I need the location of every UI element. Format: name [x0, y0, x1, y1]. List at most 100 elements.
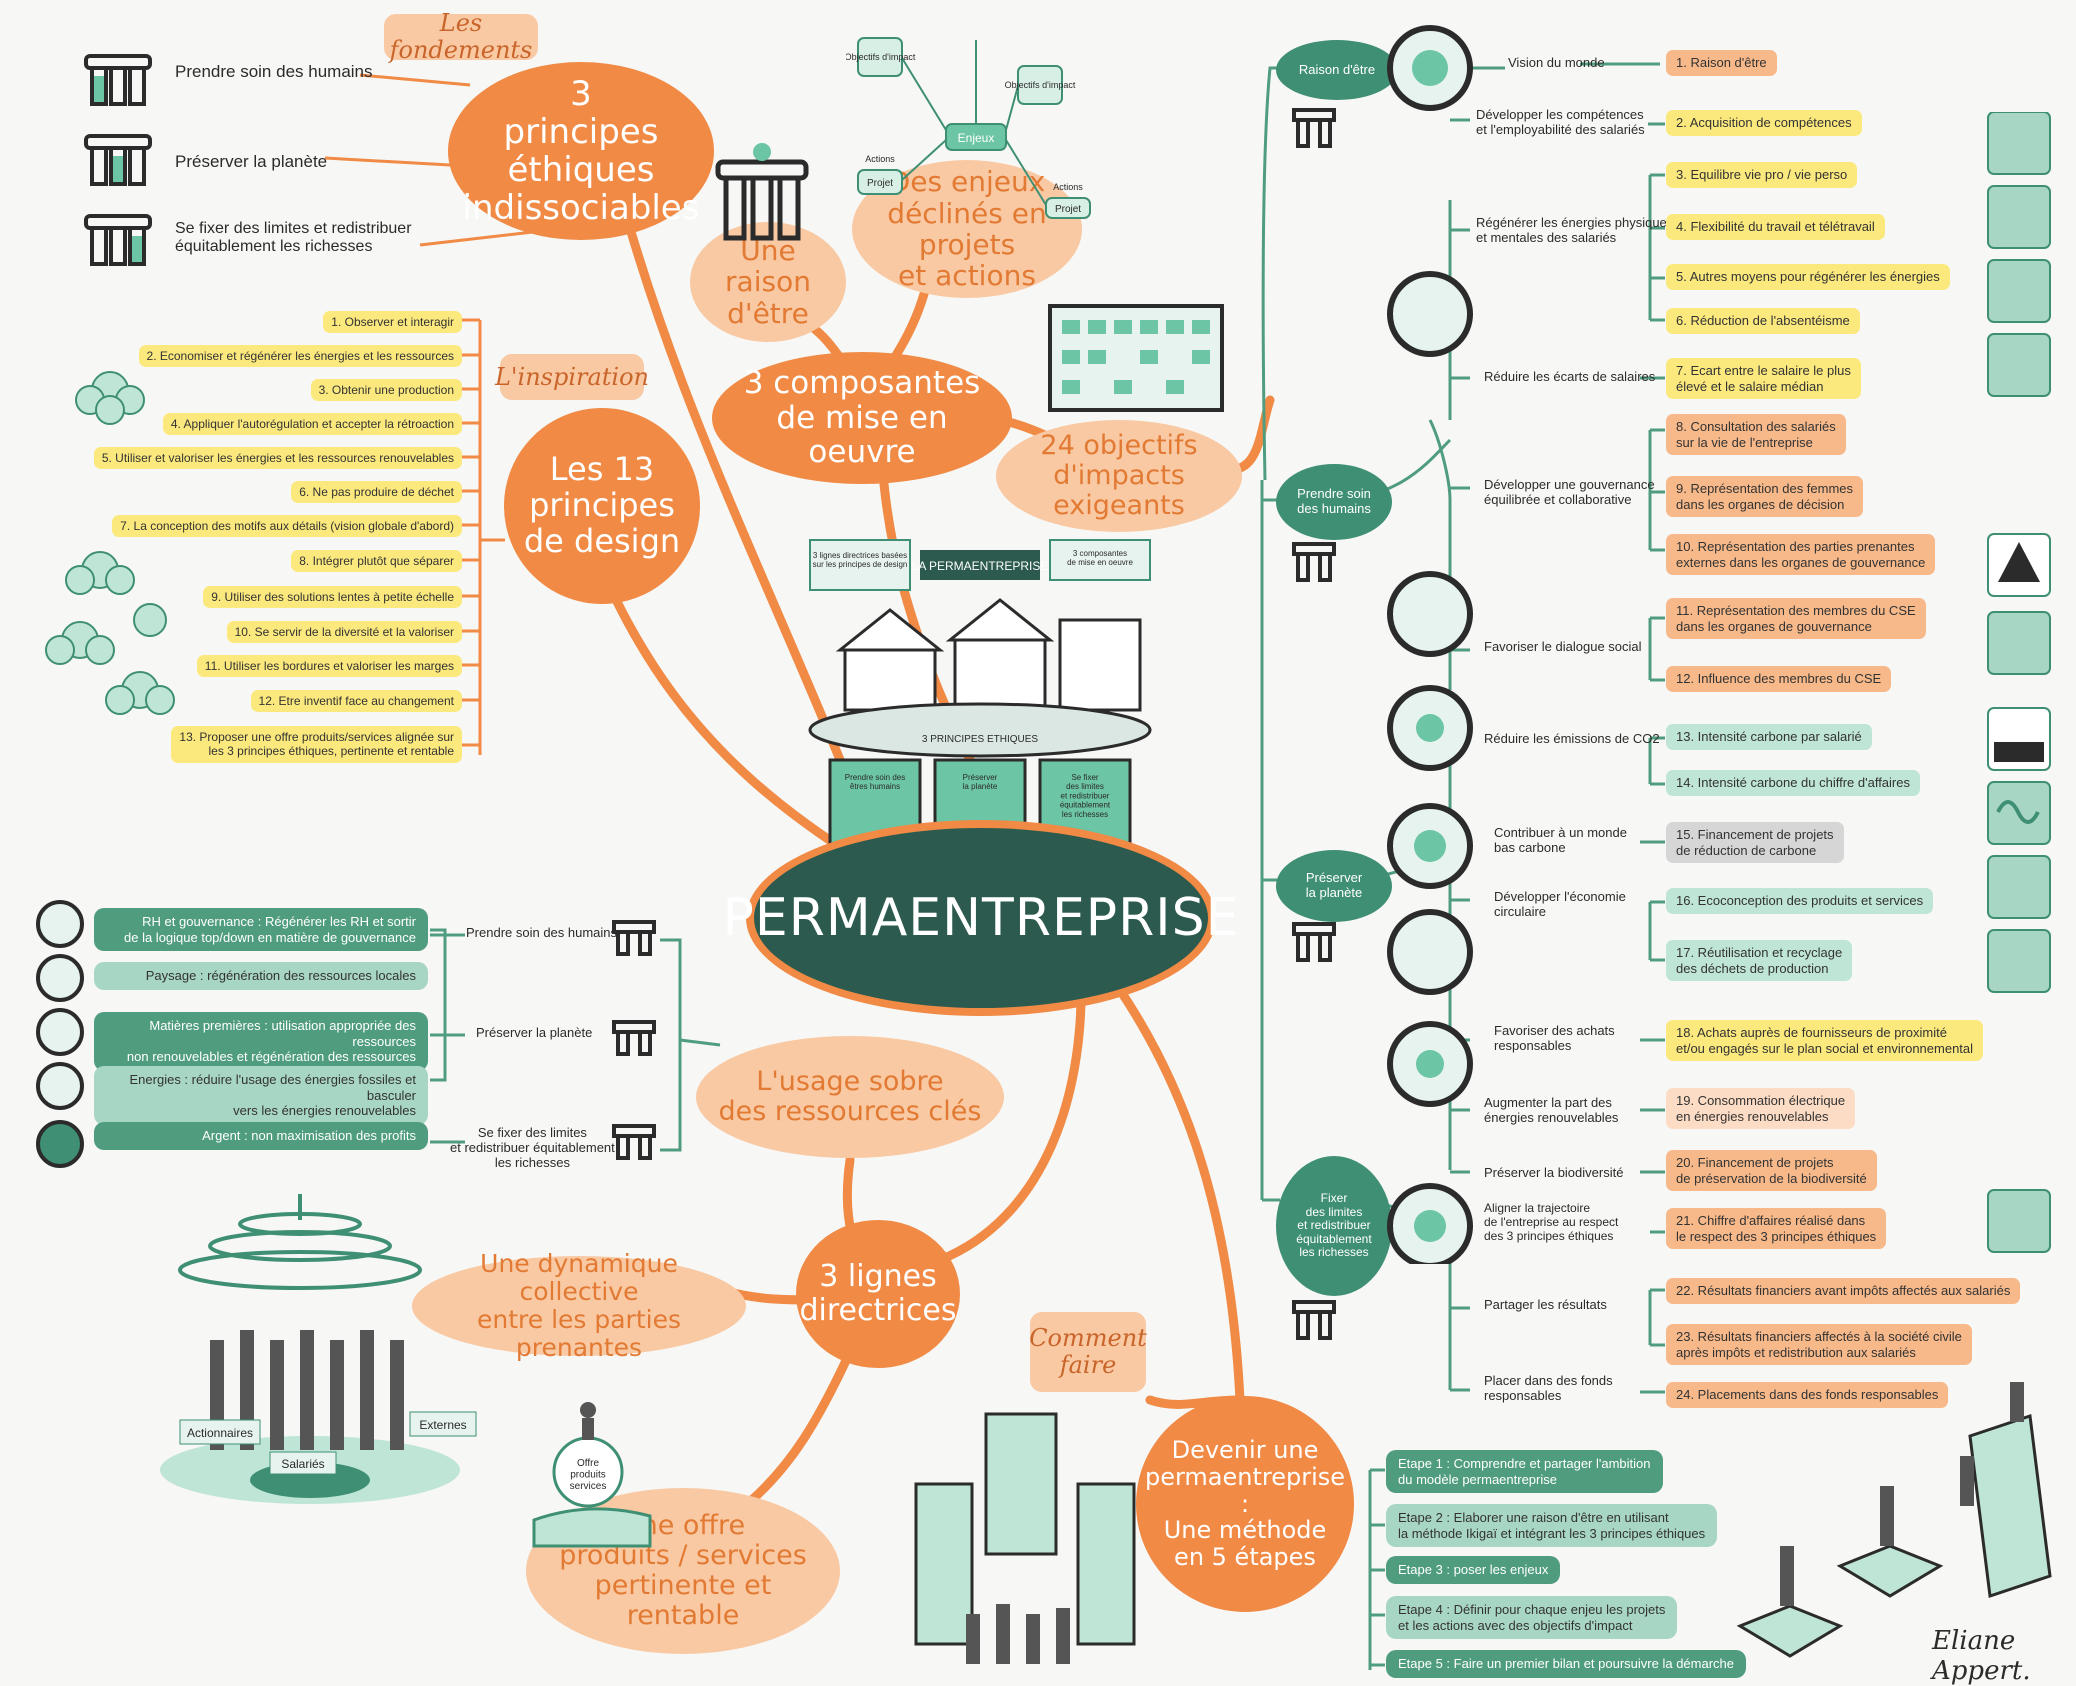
enjeux-diagram: Objectifs d'impact Enjeux Objectifs d'im… [846, 37, 1091, 219]
objective-3: 3. Equilibre vie pro / vie perso [1666, 162, 1858, 188]
planet-icon [1387, 25, 1473, 1264]
pillar-small-icon-2 [1292, 542, 1336, 582]
inspiration-tag: L'inspiration [495, 354, 649, 400]
design-principle-12: 12. Etre inventif face au changement [250, 690, 462, 713]
branch-gouvernance: Développer une gouvernance équilibrée et… [1484, 477, 1655, 507]
enjeux-label-5: Projet [867, 178, 893, 189]
objective-5: 5. Autres moyens pour régénérer les éner… [1666, 264, 1950, 290]
objectifs-node[interactable]: 24 objectifs d'impacts exigeants [996, 420, 1242, 532]
lignes-directrices-node[interactable]: 3 lignes directrices [796, 1220, 960, 1368]
step-2: Etape 2 : Elaborer une raison d'être en … [1386, 1504, 1718, 1548]
methode-panels-illustration [914, 1412, 1136, 1664]
objective-13: 13. Intensité carbone par salarié [1666, 724, 1872, 750]
ethique-item-2: Préserver la planète [175, 152, 328, 171]
step-3: Etape 3 : poser les enjeux [1386, 1556, 1561, 1584]
enjeux-label-1: Objectifs d'impact [846, 52, 916, 62]
objective-9: 9. Représentation des femmes dans les or… [1666, 476, 1864, 518]
design-principle-5: 5. Utiliser et valoriser les énergies et… [93, 447, 462, 470]
design-icon-column [1987, 112, 2051, 1253]
resource-energies: Energies : réduire l'usage des énergies … [94, 1066, 428, 1125]
design-principle-7: 7. La conception des motifs aux détails … [112, 515, 462, 538]
objective-11: 11. Représentation des membres du CSE da… [1666, 598, 1926, 640]
design-principle-6: 6. Ne pas produire de déchet [291, 481, 462, 504]
objective-24: 24. Placements dans des fonds responsabl… [1666, 1382, 1949, 1408]
dynamique-collective-node[interactable]: Une dynamique collective entre les parti… [412, 1250, 746, 1362]
building-top-mid: LA PERMAENTREPRISE [912, 559, 1049, 573]
branch-energies: Régénérer les énergies physiques et ment… [1476, 215, 1674, 245]
principes-ethiques-node[interactable]: 3 principes éthiques indissociables [448, 62, 714, 240]
climbers-illustration [1736, 1382, 2052, 1658]
branch-fonds: Placer dans des fonds responsables [1484, 1373, 1613, 1403]
step-1: Etape 1 : Comprendre et partager l'ambit… [1386, 1450, 1663, 1494]
usage-ethic-2: Préserver la planète [476, 1025, 593, 1040]
signature: Eliane Appert. [1932, 1626, 2031, 1686]
design-principle-11: 11. Utiliser les bordures et valoriser l… [196, 655, 462, 678]
branch-biodiversite: Préserver la biodiversité [1484, 1165, 1624, 1180]
enjeux-label-6: Actions [1053, 182, 1083, 192]
objective-17: 17. Réutilisation et recyclage des déche… [1666, 940, 1853, 982]
principes-design-node[interactable]: Les 13 principes de design [504, 408, 700, 604]
design-principle-9: 9. Utiliser des solutions lentes à petit… [203, 586, 462, 609]
objective-21: 21. Chiffre d'affaires réalisé dans le r… [1666, 1208, 1887, 1250]
methode-node[interactable]: Devenir une permaentreprise : Une méthod… [1136, 1396, 1354, 1612]
objective-19: 19. Consommation électrique en énergies … [1666, 1088, 1856, 1130]
objective-6: 6. Réduction de l'absentéisme [1666, 308, 1860, 334]
enjeux-label-4: Actions [865, 154, 895, 164]
branch-achats: Favoriser des achats responsables [1494, 1023, 1615, 1053]
raison-etre-node[interactable]: Une raison d'être [690, 222, 846, 342]
enjeux-label-2: Enjeux [958, 131, 995, 145]
resource-rh: RH et gouvernance : Régénérer les RH et … [94, 908, 428, 952]
building-ring: 3 PRINCIPES ETHIQUES [922, 734, 1038, 745]
stakeholder-actionnaires: Actionnaires [187, 1426, 253, 1440]
stakeholder-externes: Externes [419, 1418, 466, 1432]
offre-node[interactable]: Une offre produits / services pertinente… [526, 1488, 840, 1654]
branch-circulaire: Développer l'économie circulaire [1494, 889, 1626, 919]
objective-22: 22. Résultats financiers avant impôts af… [1666, 1278, 2021, 1304]
branch-vision: Vision du monde [1508, 55, 1605, 70]
group-soin-humains[interactable]: Prendre soin des humains [1276, 464, 1392, 540]
objective-2: 2. Acquisition de compétences [1666, 110, 1862, 136]
flower-cluster-icon [45, 371, 175, 715]
mountain-icon [1998, 542, 2040, 582]
resource-icons [36, 900, 84, 1168]
step-5: Etape 5 : Faire un premier bilan et pour… [1386, 1650, 1747, 1678]
ethique-item-3: Se fixer des limites et redistribuer équ… [175, 220, 412, 256]
branch-co2: Réduire les émissions de CO2 [1484, 731, 1660, 746]
objective-1: 1. Raison d'être [1666, 50, 1777, 76]
group-raison-etre[interactable]: Raison d'être [1276, 40, 1398, 100]
objective-18: 18. Achats auprès de fournisseurs de pro… [1666, 1020, 1984, 1062]
enjeux-label-3: Objectifs d'impact [1005, 80, 1076, 90]
objective-8: 8. Consultation des salariés sur la vie … [1666, 414, 1846, 456]
objective-10: 10. Représentation des parties prenantes… [1666, 534, 1936, 576]
branch-salaires: Réduire les écarts de salaires [1484, 369, 1656, 384]
resource-matieres: Matières premières : utilisation appropr… [94, 1012, 428, 1071]
composantes-node[interactable]: 3 composantes de mise en oeuvre [712, 352, 1012, 484]
pillar-small-icon-3 [1292, 922, 1336, 962]
permaentreprise-center-node[interactable]: PERMAENTREPRISE [723, 820, 1239, 1016]
usage-sobre-node[interactable]: L'usage sobre des ressources clés [696, 1036, 1004, 1158]
group-fixer-limites[interactable]: Fixer des limites et redistribuer équita… [1276, 1156, 1392, 1296]
ethique-item-1: Prendre soin des humains [175, 62, 373, 81]
enjeux-label-7: Projet [1055, 204, 1081, 215]
fondements-tag: Les fondements [384, 10, 538, 63]
resource-argent: Argent : non maximisation des profits [94, 1122, 428, 1150]
design-principle-3: 3. Obtenir une production [310, 379, 462, 402]
branch-competences: Développer les compétences et l'employab… [1476, 107, 1645, 137]
design-principle-10: 10. Se servir de la diversité et la valo… [226, 621, 462, 644]
objective-7: 7. Ecart entre le salaire le plus élevé … [1666, 358, 1861, 400]
branch-dialogue: Favoriser le dialogue social [1484, 639, 1642, 654]
objective-20: 20. Financement de projets de préservati… [1666, 1150, 1877, 1192]
branch-partager: Partager les résultats [1484, 1297, 1607, 1312]
group-preserver-planete[interactable]: Préserver la planète [1276, 850, 1392, 922]
pillar-small-icon-1 [1292, 108, 1336, 148]
branch-trajectoire: Aligner la trajectoire de l'entreprise a… [1484, 1201, 1619, 1243]
usage-pillar-icons [612, 920, 656, 1160]
objective-15: 15. Financement de projets de réduction … [1666, 822, 1844, 864]
usage-ethic-1: Prendre soin des humains [466, 925, 618, 940]
